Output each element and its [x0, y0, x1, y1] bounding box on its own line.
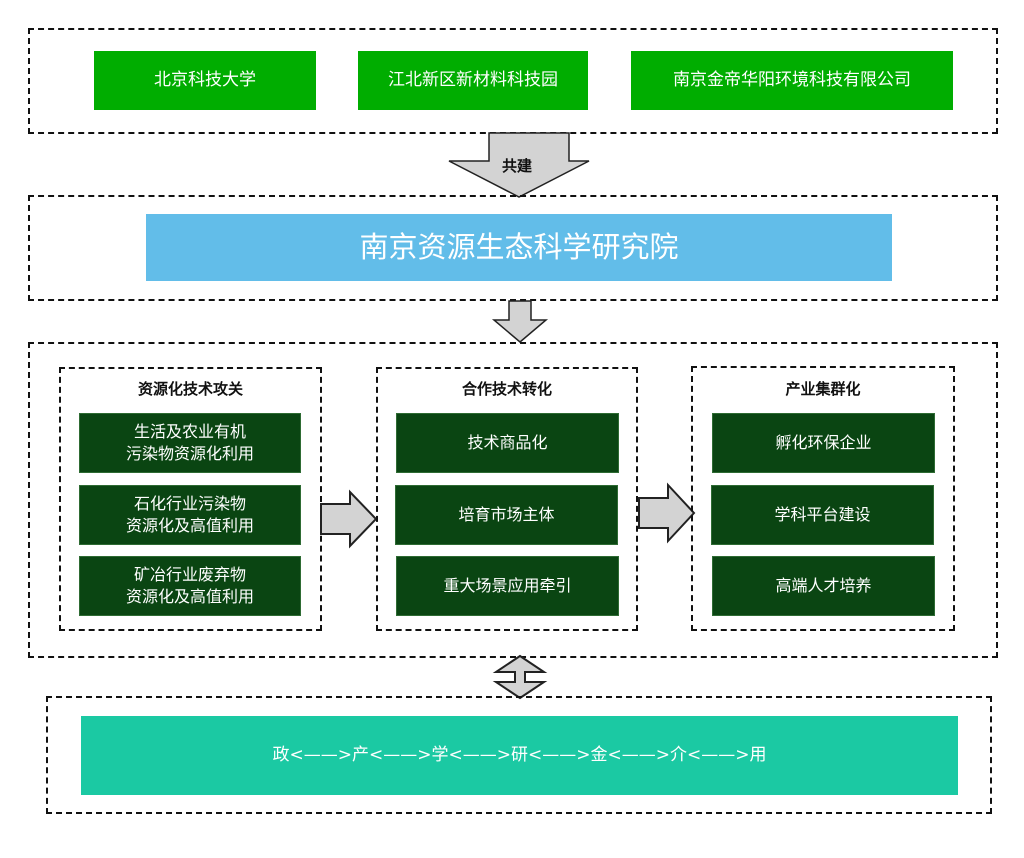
partner-box: 北京科技大学 [94, 51, 316, 110]
stage-item-line: 学科平台建设 [774, 505, 871, 525]
institute-box: 南京资源生态科学研究院 [146, 214, 892, 281]
institute-label: 南京资源生态科学研究院 [359, 229, 679, 264]
stage-item-line: 资源化及高值利用 [125, 587, 254, 606]
stage-item-line: 石化行业污染物 [133, 494, 246, 514]
stage-item: 孵化环保企业 [712, 413, 935, 473]
partner-box: 江北新区新材料科技园 [358, 51, 588, 110]
institute-group [28, 195, 998, 301]
stage-panel [59, 367, 322, 631]
stage-item: 培育市场主体 [395, 485, 618, 545]
stage-item-line: 矿冶行业废弃物 [133, 565, 246, 585]
stage-item-line: 技术商品化 [467, 433, 548, 453]
chain-group [46, 696, 992, 814]
stage-title: 合作技术转化 [461, 380, 552, 398]
stage-title: 资源化技术攻关 [137, 380, 243, 398]
arrow-shape [491, 300, 549, 343]
stage-item-line: 资源化及高值利用 [125, 516, 254, 535]
stage-item-line: 培育市场主体 [458, 505, 555, 525]
stage-item-line: 生活及农业有机 [133, 422, 246, 442]
stage-panel [691, 366, 955, 631]
stage-item: 技术商品化 [396, 413, 619, 473]
stage-title: 产业集群化 [785, 380, 861, 398]
stage-item-line: 污染物资源化利用 [125, 444, 254, 463]
right-arrow-icon [638, 482, 696, 544]
partner-box: 南京金帝华阳环境科技有限公司 [631, 51, 953, 110]
stage-item: 石化行业污染物 资源化及高值利用 [79, 485, 301, 545]
stage-item: 高端人才培养 [712, 556, 935, 616]
stage-panel [376, 367, 638, 631]
partner-label: 北京科技大学 [154, 70, 256, 91]
stage-item-line: 孵化环保企业 [775, 433, 872, 453]
stage-item-line: 重大场景应用牵引 [443, 576, 572, 596]
arrow-shape [320, 489, 378, 549]
stage-item: 学科平台建设 [711, 485, 934, 545]
co-build-label: 共建 [502, 157, 533, 175]
stage-item-line: 高端人才培养 [775, 576, 872, 596]
stage-item: 生活及农业有机 污染物资源化利用 [79, 413, 301, 473]
chain-box: 政<——>产<——>学<——>研<——>金<——>介<——>用 [81, 716, 958, 795]
stages-group [28, 342, 998, 658]
partner-label: 南京金帝华阳环境科技有限公司 [673, 70, 911, 91]
co-build-arrow-icon [448, 132, 590, 198]
down-arrow-icon [491, 300, 549, 343]
right-arrow-icon [320, 489, 378, 549]
bidirectional-arrow-icon [492, 654, 548, 700]
stage-item: 矿冶行业废弃物 资源化及高值利用 [79, 556, 301, 616]
arrow-shape [638, 482, 696, 544]
arrow-shape [448, 132, 590, 198]
partner-label: 江北新区新材料科技园 [388, 70, 558, 91]
arrow-shape [492, 654, 548, 700]
chain-label: 政<——>产<——>学<——>研<——>金<——>介<——>用 [272, 745, 767, 766]
stage-item: 重大场景应用牵引 [396, 556, 619, 616]
